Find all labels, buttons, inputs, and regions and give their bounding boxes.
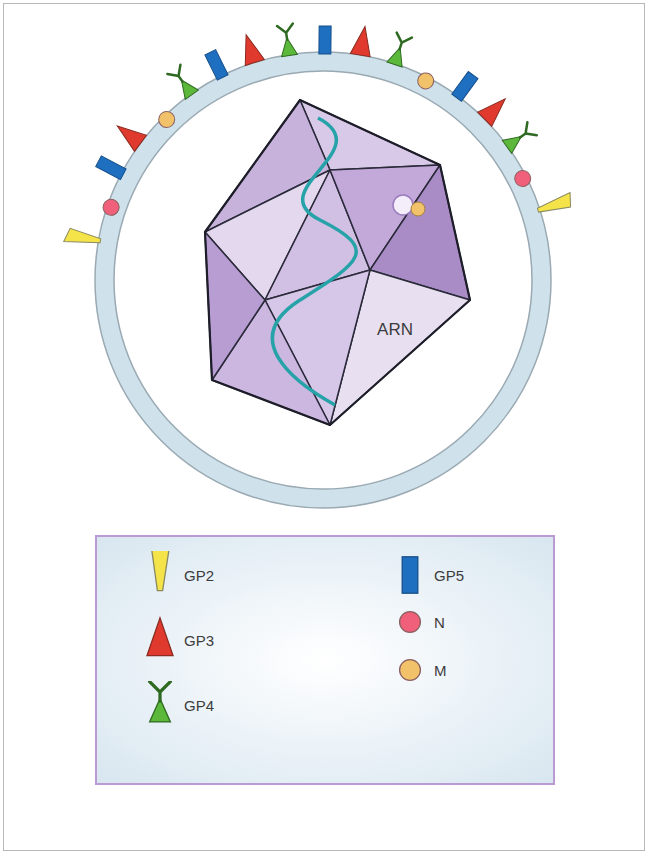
capsid-face — [205, 232, 265, 380]
legend-swatch-shape — [147, 618, 173, 656]
capsid-outline — [205, 100, 470, 425]
legend-swatch-shape — [402, 557, 418, 593]
rna-strand — [272, 118, 356, 405]
envelope-protein — [167, 65, 198, 100]
legend-swatch — [140, 551, 180, 599]
gp3-shape — [237, 32, 265, 66]
envelope-protein — [205, 50, 228, 80]
m-shape — [155, 108, 178, 131]
legend-swatch — [390, 551, 430, 599]
legend-text: N — [434, 614, 445, 631]
legend-entry: N — [390, 598, 490, 646]
legend-swatch-shape — [150, 682, 171, 722]
legend-swatch — [140, 681, 180, 729]
envelope-inner — [114, 71, 532, 489]
legend-text: GP3 — [184, 632, 214, 649]
envelope-protein — [350, 25, 374, 57]
gp5-shape — [205, 50, 228, 80]
gp3-shape — [111, 118, 146, 151]
capsid — [205, 100, 470, 425]
gp4-arms — [277, 24, 295, 41]
envelope — [95, 52, 551, 508]
m-shape — [400, 660, 421, 681]
envelope-protein — [415, 70, 437, 92]
envelope-protein — [502, 122, 536, 153]
gp4-shape — [502, 130, 526, 154]
gp4-shape — [175, 75, 198, 99]
envelope-protein — [101, 197, 121, 217]
gp3-shape — [478, 92, 513, 127]
legend-entry: GP4 — [140, 681, 240, 729]
gp2-shape — [64, 228, 102, 248]
gp5-shape — [319, 26, 331, 54]
capsid-pore — [393, 195, 413, 215]
m-protein — [411, 202, 425, 216]
envelope-protein — [319, 26, 331, 54]
gp3-shape — [147, 618, 173, 656]
legend-text: GP2 — [184, 567, 214, 584]
legend-entry: GP3 — [140, 616, 240, 664]
envelope-proteins — [64, 24, 575, 248]
legend-swatch-shape — [400, 660, 421, 681]
gp4-arms — [392, 33, 412, 52]
legend-entry: M — [390, 646, 490, 694]
legend-swatch-shape — [400, 612, 421, 633]
m-shape — [415, 70, 437, 92]
gp2-shape — [536, 192, 575, 216]
envelope-protein — [64, 228, 102, 248]
legend-swatch-shape — [151, 551, 169, 591]
envelope-protein — [452, 72, 478, 102]
envelope-protein — [387, 33, 412, 67]
capsid-label: ARN — [377, 320, 413, 340]
gp5-shape — [452, 72, 478, 102]
legend-swatch — [140, 616, 180, 664]
gp3-shape — [350, 25, 374, 57]
envelope-protein — [536, 192, 575, 216]
gp4-arms — [167, 65, 189, 86]
gp2-shape — [151, 551, 169, 591]
n-shape — [400, 612, 421, 633]
envelope-protein — [237, 32, 265, 66]
gp4-arms — [515, 122, 537, 144]
envelope-protein — [512, 168, 534, 190]
gp4-arms — [150, 682, 171, 702]
n-shape — [101, 197, 121, 217]
legend-entry: GP5 — [390, 551, 490, 599]
gp4-shape — [387, 45, 408, 67]
envelope-protein — [155, 108, 178, 131]
gp5-shape — [96, 156, 126, 180]
legend-swatch — [390, 598, 430, 646]
legend-swatch — [390, 646, 430, 694]
envelope-protein — [478, 92, 513, 127]
envelope-protein — [96, 156, 126, 180]
legend-text: GP4 — [184, 697, 214, 714]
gp5-shape — [402, 557, 418, 593]
legend-text: M — [434, 662, 447, 679]
n-shape — [512, 168, 534, 190]
legend-entry: GP2 — [140, 551, 240, 599]
envelope-protein — [111, 118, 146, 151]
legend-text: GP5 — [434, 567, 464, 584]
envelope-protein — [277, 24, 297, 57]
